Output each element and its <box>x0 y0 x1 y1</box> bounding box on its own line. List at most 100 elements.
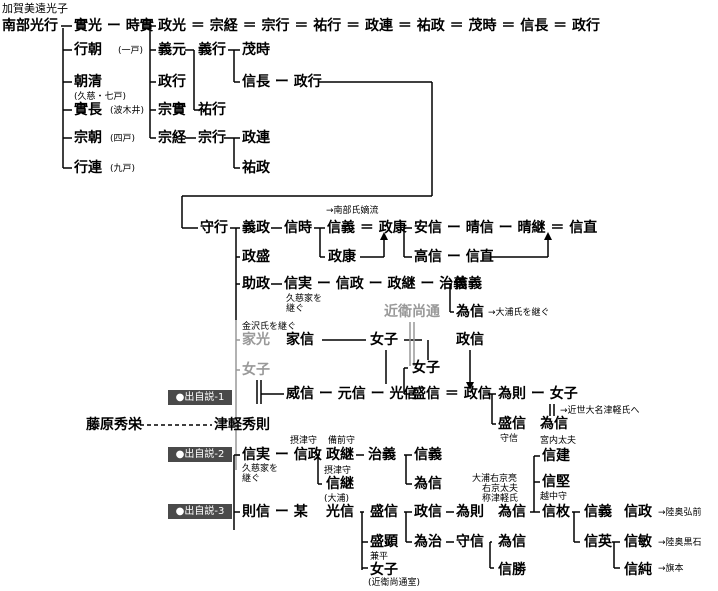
person: 政連 <box>242 130 270 146</box>
badge-theory-3: ●出自説-3 <box>168 504 232 519</box>
person: 宗朝 <box>74 130 102 146</box>
person: 盛顕 <box>370 534 398 550</box>
note: 久慈家を <box>286 294 323 304</box>
person: 義政 <box>242 220 270 236</box>
person: 信純 <box>624 562 652 578</box>
note: 久慈家を <box>242 464 279 474</box>
person-line: 則信 ー 某 <box>242 504 308 520</box>
note: 金沢氏を継ぐ <box>242 322 297 332</box>
person: 政継 <box>326 447 354 463</box>
person: 信義 <box>584 504 612 520</box>
person: 義元 <box>158 42 186 58</box>
person-fujiwara: 藤原秀栄 <box>86 417 142 433</box>
person: 信長 ー 政行 <box>242 74 322 90</box>
note: 備前守 <box>328 436 356 446</box>
person-line: 信実 ー 信政 ー 政継 ー 治義 <box>284 276 468 292</box>
note: →大浦氏を継ぐ <box>488 308 550 318</box>
person: 女子 <box>412 360 440 376</box>
note: 大浦右京亮 <box>472 474 518 484</box>
person: 女子 <box>370 332 398 348</box>
note: 継ぐ <box>242 474 261 484</box>
person: 女子 <box>370 562 398 578</box>
person: 祐行 <box>198 102 226 118</box>
note: (波木井) <box>110 106 145 116</box>
person: 信敏 <box>624 534 652 550</box>
note: 越中守 <box>540 492 568 502</box>
person: 家光 <box>242 332 270 348</box>
note: (大浦) <box>324 494 350 504</box>
person: 實長 <box>74 102 102 118</box>
note: 摂津守 <box>290 436 318 446</box>
person: 信英 <box>584 534 612 550</box>
person: 盛信 <box>498 416 526 432</box>
person: 盛信 <box>370 504 398 520</box>
person: 助政 <box>242 276 270 292</box>
person: 政信 <box>414 504 442 520</box>
person: 茂時 <box>242 42 270 58</box>
person: 為信 <box>540 416 568 432</box>
person-line: 高信 ー 信直 <box>414 249 494 265</box>
person: 信政 <box>624 504 652 520</box>
person: 政行 <box>158 74 186 90</box>
person: 信枚 <box>542 504 570 520</box>
person: 為信 <box>456 304 484 320</box>
person: 朝清 <box>74 74 102 90</box>
person: 宗経 <box>158 130 186 146</box>
note: →近世大名津軽氏へ <box>560 406 640 416</box>
person: 政康 <box>328 249 356 265</box>
person-line: 安信 ー 晴信 ー 晴継 ＝ 信直 <box>414 220 598 236</box>
note: →陸奥黒石 <box>658 538 702 548</box>
person: 信義 <box>454 276 482 292</box>
person: 祐政 <box>242 160 270 176</box>
person-line: 為則 ー 女子 <box>498 386 578 402</box>
person: 為信 <box>498 504 526 520</box>
person: 行連 <box>74 160 102 176</box>
note: →陸奥弘前 <box>658 508 702 518</box>
person: 信勝 <box>498 562 526 578</box>
person-line: 威信 ー 元信 ー 光信 <box>286 386 418 402</box>
person: 義行 <box>198 42 226 58</box>
note: 右京太夫 <box>482 484 519 494</box>
note: 守信 <box>500 434 519 444</box>
person-line: 實光 ー 時實 <box>74 18 154 34</box>
person-line: 信実 ー 信政 <box>242 447 322 463</box>
note: (久慈・七戸) <box>74 92 127 102</box>
note: 継ぐ <box>286 304 305 314</box>
person: 信義 <box>414 447 442 463</box>
note: (九戸) <box>110 164 136 174</box>
person: 宗實 <box>158 102 186 118</box>
note: 宮内太夫 <box>540 436 577 446</box>
note: (一戸) <box>118 46 144 56</box>
note-kagami: 加賀美遠光子 <box>2 2 68 15</box>
person: 為信 <box>498 534 526 550</box>
person: 信継 <box>326 476 354 492</box>
person: 信建 <box>542 448 570 464</box>
person: 為信 <box>414 476 442 492</box>
person-konoe: 近衛尚通 <box>384 304 440 320</box>
person: 守信 <box>456 534 484 550</box>
person: 光信 <box>326 504 354 520</box>
person: 治義 <box>368 447 396 463</box>
person: 守行 <box>200 220 228 236</box>
note: →旗本 <box>658 564 684 574</box>
person: 信義 ＝ 政康 <box>327 220 407 236</box>
person-line: 盛信 ＝ 政信 <box>412 386 492 402</box>
person-nanbu-mitsuyuki: 南部光行 <box>2 18 58 34</box>
note: 称津軽氏 <box>482 494 519 504</box>
person: 政盛 <box>242 249 270 265</box>
note: (四戸) <box>110 134 136 144</box>
person: 家信 <box>286 332 314 348</box>
note: 兼平 <box>370 552 389 562</box>
person: 宗行 <box>198 130 226 146</box>
person: 信堅 <box>542 474 570 490</box>
badge-theory-2: ●出自説-2 <box>168 447 232 462</box>
note: →南部氏嫡流 <box>326 206 379 216</box>
person: 行朝 <box>74 42 102 58</box>
person-line: 政光 ＝ 宗経 ＝ 宗行 ＝ 祐行 ＝ 政連 ＝ 祐政 ＝ 茂時 ＝ 信長 ＝ … <box>158 18 600 34</box>
person: 女子 <box>242 362 270 378</box>
note: 摂津守 <box>324 466 352 476</box>
person-tsugaru: 津軽秀則 <box>214 417 270 433</box>
person: 信時 <box>284 220 312 236</box>
